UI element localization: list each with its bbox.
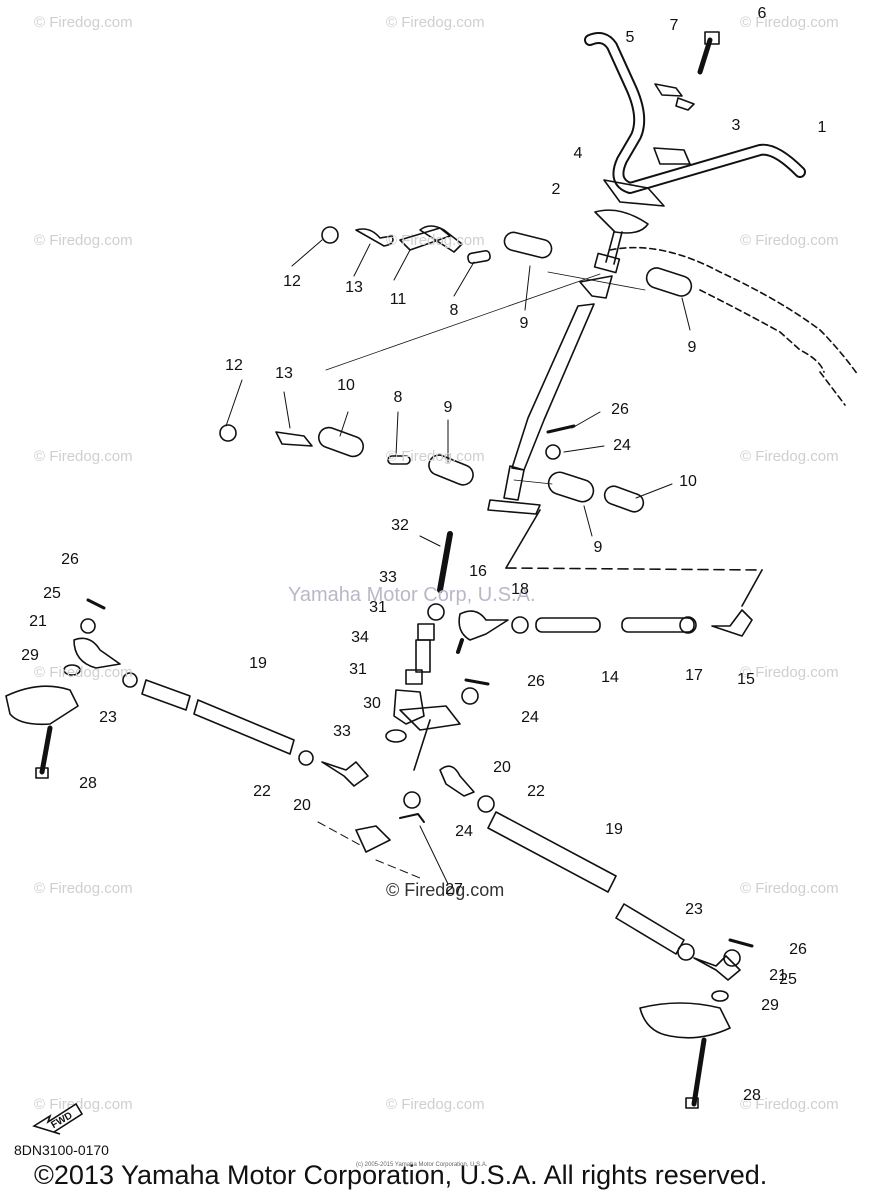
- callout-9: 9: [443, 399, 453, 416]
- callout-9: 9: [519, 315, 529, 332]
- steering-column: [487, 231, 623, 515]
- left-tie-rod: [5, 598, 369, 787]
- callout-22: 22: [527, 783, 545, 800]
- copyright: ©2013 Yamaha Motor Corporation, U.S.A. A…: [34, 1160, 768, 1190]
- callout-9: 9: [593, 539, 603, 556]
- callout-26: 26: [789, 941, 807, 958]
- callout-22: 22: [253, 783, 271, 800]
- leader-lines: [225, 239, 691, 885]
- callout-13: 13: [345, 279, 363, 296]
- callout-15: 15: [737, 671, 755, 688]
- watermark: © Firedog.com: [740, 232, 839, 249]
- callout-13: 13: [275, 365, 293, 382]
- callout-19: 19: [249, 655, 267, 672]
- handlebar: [584, 32, 806, 194]
- watermark: © Firedog.com: [34, 232, 133, 249]
- callout-6: 6: [757, 5, 767, 22]
- callout-21: 21: [769, 967, 787, 984]
- callout-24: 24: [613, 437, 631, 454]
- callout-24: 24: [521, 709, 539, 726]
- callout-14: 14: [601, 669, 619, 686]
- fwd-label: FWD: [49, 1110, 74, 1131]
- center-watermark: Yamaha Motor Corp, U.S.A.: [288, 584, 536, 606]
- callout-23: 23: [99, 709, 117, 726]
- callout-4: 4: [573, 145, 583, 162]
- callout-8: 8: [449, 302, 459, 319]
- watermark: © Firedog.com: [740, 1096, 839, 1113]
- callout-32: 32: [391, 517, 409, 534]
- diagram-code: 8DN3100-0170: [14, 1142, 109, 1158]
- callout-5: 5: [625, 29, 635, 46]
- callout-11: 11: [389, 291, 407, 308]
- watermark: © Firedog.com: [740, 880, 839, 897]
- forward-arrow-icon: FWD: [32, 1102, 84, 1135]
- callout-16: 16: [469, 563, 487, 580]
- callout-9: 9: [687, 339, 697, 356]
- callout-31: 31: [369, 599, 387, 616]
- callout-26: 26: [611, 401, 629, 418]
- right-tie-rod: [477, 795, 754, 1109]
- watermark: © Firedog.com: [386, 1096, 485, 1113]
- callout-25: 25: [43, 585, 61, 602]
- center-ball-joints: [355, 678, 490, 853]
- callout-20: 20: [293, 797, 311, 814]
- lower-links: [219, 424, 645, 513]
- mid-watermark: © Firedog.com: [386, 880, 505, 900]
- watermark: © Firedog.com: [386, 448, 485, 465]
- callout-24: 24: [455, 823, 473, 840]
- callout-19: 19: [605, 821, 623, 838]
- callout-31: 31: [349, 661, 367, 678]
- frame-bracket: [609, 246, 859, 406]
- callout-26: 26: [527, 673, 545, 690]
- callout-29: 29: [761, 997, 779, 1014]
- watermark: © Firedog.com: [740, 448, 839, 465]
- callout-23: 23: [685, 901, 703, 918]
- callout-33: 33: [379, 569, 397, 586]
- callout-8: 8: [393, 389, 403, 406]
- watermark: © Firedog.com: [740, 14, 839, 31]
- callout-29: 29: [21, 647, 39, 664]
- watermark: © Firedog.com: [34, 448, 133, 465]
- tiny-notice: (c) 2005-2015 Yamaha Motor Corporation, …: [356, 1162, 488, 1168]
- callout-33: 33: [333, 723, 351, 740]
- watermark: © Firedog.com: [386, 14, 485, 31]
- callout-30: 30: [363, 695, 381, 712]
- center-tie-rod: [456, 609, 753, 654]
- callout-1: 1: [817, 119, 827, 136]
- callout-20: 20: [493, 759, 511, 776]
- callout-27: 27: [445, 881, 463, 898]
- watermark: © Firedog.com: [740, 664, 839, 681]
- watermark: © Firedog.com: [34, 880, 133, 897]
- callout-26: 26: [61, 551, 79, 568]
- callout-2: 2: [551, 181, 561, 198]
- watermark: © Firedog.com: [34, 664, 133, 681]
- watermark: © Firedog.com: [34, 1096, 133, 1113]
- drag-link-lines: [505, 509, 763, 607]
- pitman-arm: [385, 531, 461, 771]
- callout-10: 10: [337, 377, 355, 394]
- watermark: © Firedog.com: [34, 14, 133, 31]
- callout-28: 28: [743, 1087, 761, 1104]
- callout-12: 12: [283, 273, 301, 290]
- callout-7: 7: [669, 17, 679, 34]
- handlebar-clamps: [594, 31, 720, 234]
- callout-17: 17: [685, 667, 703, 684]
- callout-21: 21: [29, 613, 47, 630]
- callout-25: 25: [779, 971, 797, 988]
- callout-10: 10: [679, 473, 697, 490]
- callout-28: 28: [79, 775, 97, 792]
- watermark: © Firedog.com: [386, 232, 485, 249]
- callout-12: 12: [225, 357, 243, 374]
- callout-18: 18: [511, 581, 529, 598]
- callout-3: 3: [731, 117, 741, 134]
- upper-links: [321, 225, 693, 297]
- callout-34: 34: [351, 629, 369, 646]
